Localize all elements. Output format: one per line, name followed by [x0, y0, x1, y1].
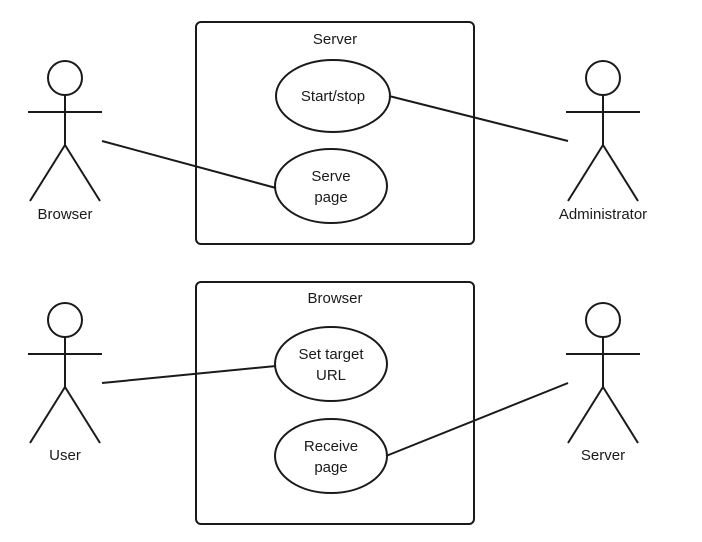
- actor-head: [585, 302, 621, 338]
- use-case-serve-page: Serve page: [274, 148, 388, 224]
- use-case-label: page: [314, 459, 347, 476]
- use-case-start-stop: Start/stop: [275, 59, 391, 133]
- actor-user: User: [28, 302, 102, 464]
- actor-head: [47, 302, 83, 338]
- actor-leg-right: [602, 386, 639, 444]
- system-title-browser: Browser: [307, 290, 362, 307]
- actor-leg-right: [64, 386, 101, 444]
- association-server-receive-page: [385, 382, 569, 457]
- actor-browser: Browser: [28, 60, 102, 223]
- use-case-label: Serve: [311, 168, 350, 185]
- use-case-label: page: [314, 189, 347, 206]
- actor-label-browser: Browser: [37, 206, 92, 223]
- actor-leg-left: [567, 386, 604, 444]
- use-case-label: URL: [316, 367, 346, 384]
- system-title-server: Server: [313, 31, 357, 48]
- use-case-receive-page: Receive page: [274, 418, 388, 494]
- actor-administrator: Administrator: [559, 60, 647, 223]
- actor-head: [47, 60, 83, 96]
- association-user-set-target-url: [101, 365, 277, 384]
- actor-label-administrator: Administrator: [559, 206, 647, 223]
- use-case-label: Set target: [298, 346, 364, 363]
- actor-label-user: User: [49, 447, 81, 464]
- actor-leg-left: [29, 386, 66, 444]
- actor-label-server: Server: [581, 447, 625, 464]
- association-administrator-start-stop: [388, 95, 569, 142]
- actor-server: Server: [566, 302, 640, 464]
- actor-leg-left: [29, 144, 66, 202]
- actor-leg-left: [567, 144, 604, 202]
- use-case-set-target-url: Set target URL: [274, 326, 388, 402]
- use-case-label: Receive: [304, 438, 358, 455]
- use-case-label: Start/stop: [301, 88, 365, 105]
- association-browser-serve-page: [101, 140, 277, 189]
- actor-head: [585, 60, 621, 96]
- system-boundary-server: Server: [195, 21, 475, 245]
- actor-leg-right: [64, 144, 101, 202]
- system-boundary-browser: Browser: [195, 281, 475, 525]
- actor-leg-right: [602, 144, 639, 202]
